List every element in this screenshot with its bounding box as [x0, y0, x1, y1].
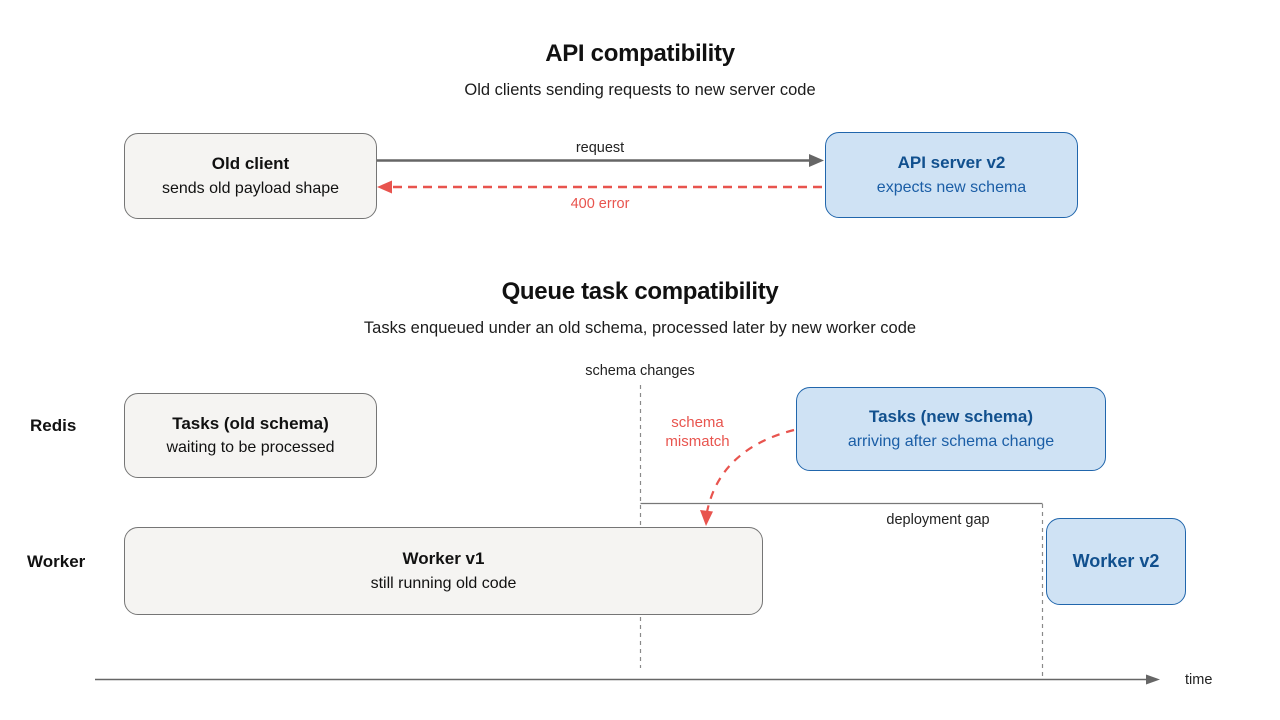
new-tasks-title: Tasks (new schema)	[868, 407, 1034, 427]
error-arrow	[377, 180, 822, 194]
worker-v2-title: Worker v2	[1072, 551, 1160, 571]
queue-section-subtitle: Tasks enqueued under an old schema, proc…	[363, 319, 917, 337]
api-server-node: API server v2 expects new schema	[825, 132, 1078, 218]
old-tasks-subtitle: waiting to be processed	[166, 439, 335, 457]
error-arrow-label: 400 error	[570, 196, 630, 212]
old-client-title: Old client	[211, 154, 290, 174]
schema-mismatch-label: schema mismatch	[647, 414, 748, 452]
api-server-subtitle: expects new schema	[876, 178, 1027, 196]
api-server-title: API server v2	[897, 153, 1006, 173]
old-tasks-node: Tasks (old schema) waiting to be process…	[124, 393, 377, 478]
request-arrow-label: request	[575, 140, 625, 156]
schema-mismatch-line2: mismatch	[665, 432, 730, 450]
new-tasks-node: Tasks (new schema) arriving after schema…	[796, 387, 1106, 471]
deployment-gap-label: deployment gap	[886, 512, 990, 528]
worker-row-label: Worker	[27, 552, 86, 571]
worker-v1-title: Worker v1	[402, 549, 485, 569]
request-arrow	[377, 154, 824, 167]
time-axis-label: time	[1185, 672, 1213, 688]
old-client-subtitle: sends old payload shape	[161, 179, 340, 197]
new-tasks-subtitle: arriving after schema change	[847, 432, 1055, 450]
time-axis	[95, 674, 1160, 685]
api-section-title: API compatibility	[545, 40, 735, 67]
queue-section-title: Queue task compatibility	[501, 278, 779, 305]
worker-v2-node: Worker v2	[1046, 518, 1186, 605]
worker-v1-node: Worker v1 still running old code	[124, 527, 763, 615]
redis-row-label: Redis	[30, 416, 77, 435]
schema-mismatch-arrow	[700, 428, 795, 526]
schema-changes-label: schema changes	[585, 363, 695, 379]
worker-v1-subtitle: still running old code	[370, 574, 517, 592]
api-section-subtitle: Old clients sending requests to new serv…	[464, 81, 816, 99]
old-client-node: Old client sends old payload shape	[124, 133, 377, 219]
schema-mismatch-line1: schema	[671, 414, 724, 431]
old-tasks-title: Tasks (old schema)	[172, 413, 329, 433]
